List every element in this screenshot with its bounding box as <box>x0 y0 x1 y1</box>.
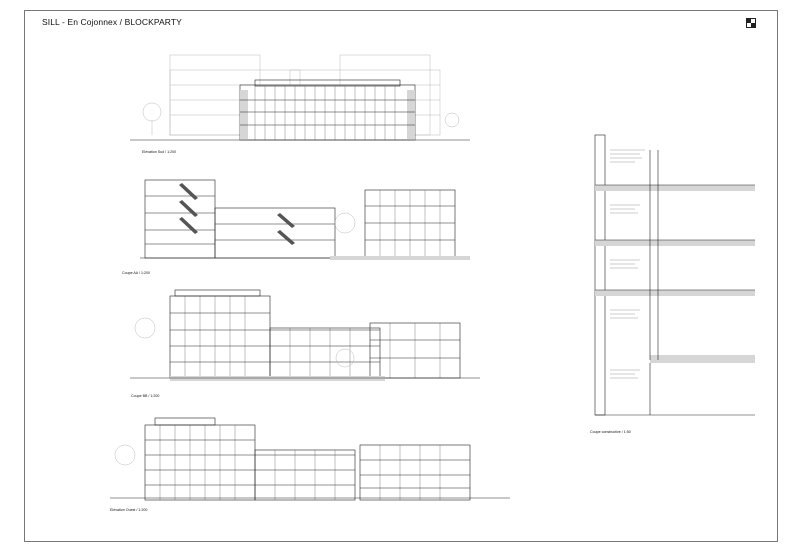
caption-elevation-west: Elévation Ouest / 1:200 <box>110 508 148 512</box>
elevation-west-drawing <box>110 410 510 505</box>
drawing-sheet <box>24 10 778 542</box>
grid-logo-icon <box>746 18 756 28</box>
construction-section-drawing <box>590 130 760 420</box>
caption-section-bb: Coupe BB / 1:200 <box>131 394 160 398</box>
elevation-south-drawing <box>130 50 470 150</box>
section-bb-drawing <box>130 288 480 388</box>
caption-elevation-south: Elévation Sud / 1:200 <box>142 150 177 154</box>
sheet-title: SILL - En Cojonnex / BLOCKPARTY <box>42 17 182 27</box>
caption-section-aa: Coupe AA / 1:200 <box>122 271 150 275</box>
caption-construction-section: Coupe constructive / 1:50 <box>590 430 631 434</box>
section-aa-drawing <box>140 168 470 268</box>
